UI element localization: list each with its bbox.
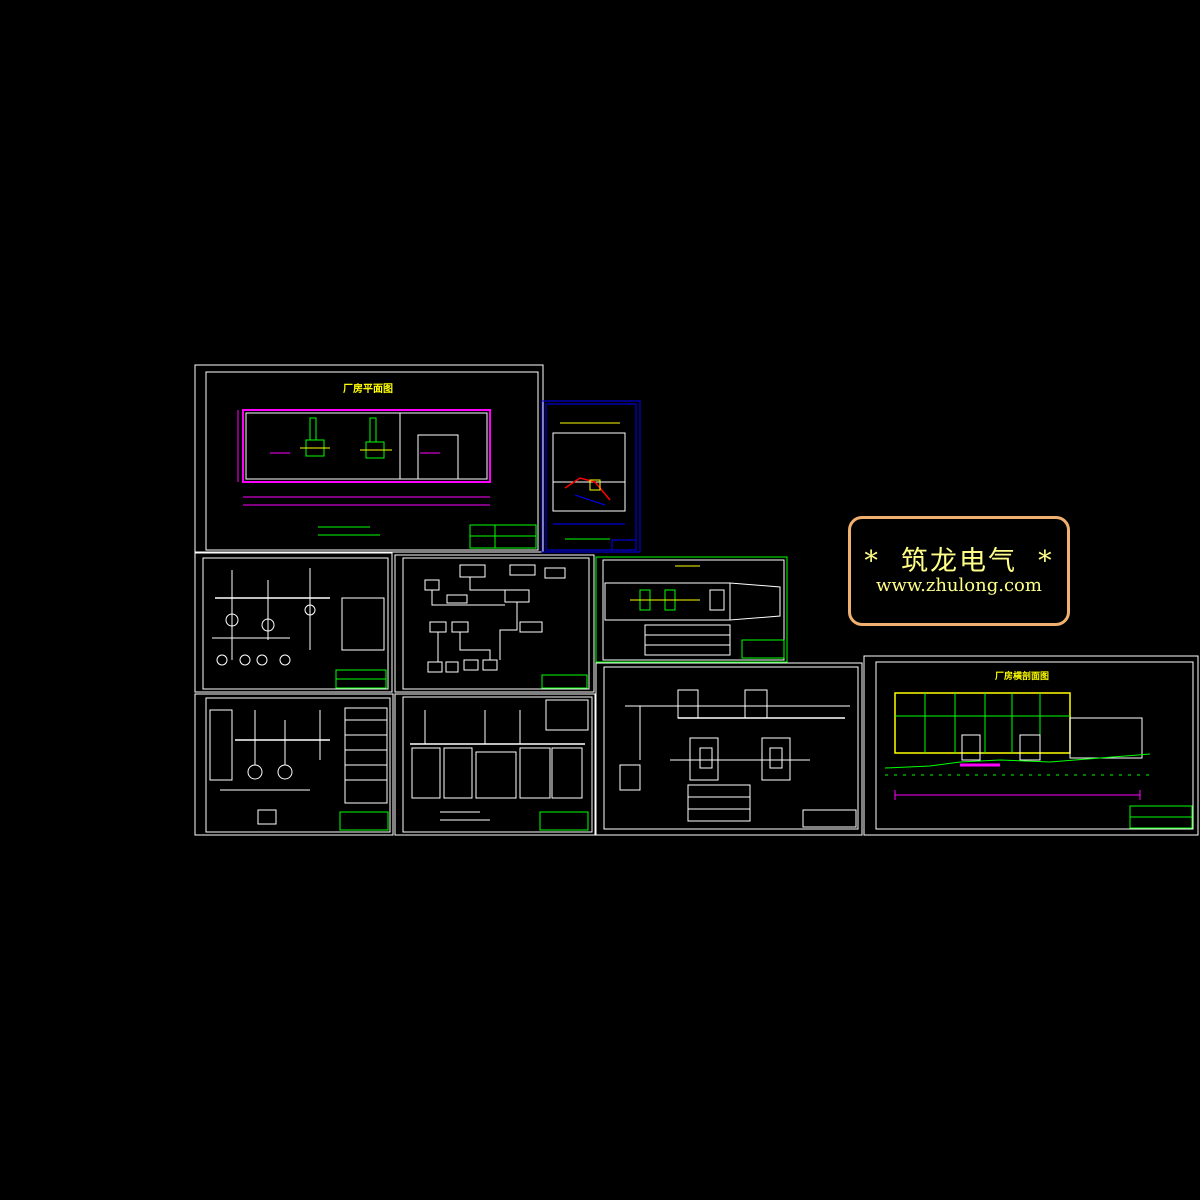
watermark-brand: * 筑龙电气 *: [864, 546, 1054, 577]
sheet-equipment-layout[interactable]: [595, 556, 788, 663]
sheet-wiring-diagram-2[interactable]: [394, 693, 596, 836]
plant-plan-title: 厂房平面图: [343, 382, 393, 395]
sheet-wiring-diagram-1[interactable]: [194, 693, 394, 836]
sheet-section-blue[interactable]: [541, 400, 641, 553]
cross-section-title: 厂房横剖面图: [995, 670, 1049, 682]
sheet-single-line-diagram[interactable]: [194, 552, 393, 693]
zhulong-watermark: * 筑龙电气 * www.zhulong.com: [848, 516, 1070, 626]
sheet-plant-plan[interactable]: 厂房平面图: [194, 364, 544, 553]
sheet-plant-cross-section[interactable]: 厂房横剖面图: [863, 655, 1199, 836]
sheet-control-block-diagram[interactable]: [394, 554, 595, 693]
watermark-url: www.zhulong.com: [876, 575, 1042, 596]
sheet-grounding-diagram[interactable]: [595, 662, 863, 836]
